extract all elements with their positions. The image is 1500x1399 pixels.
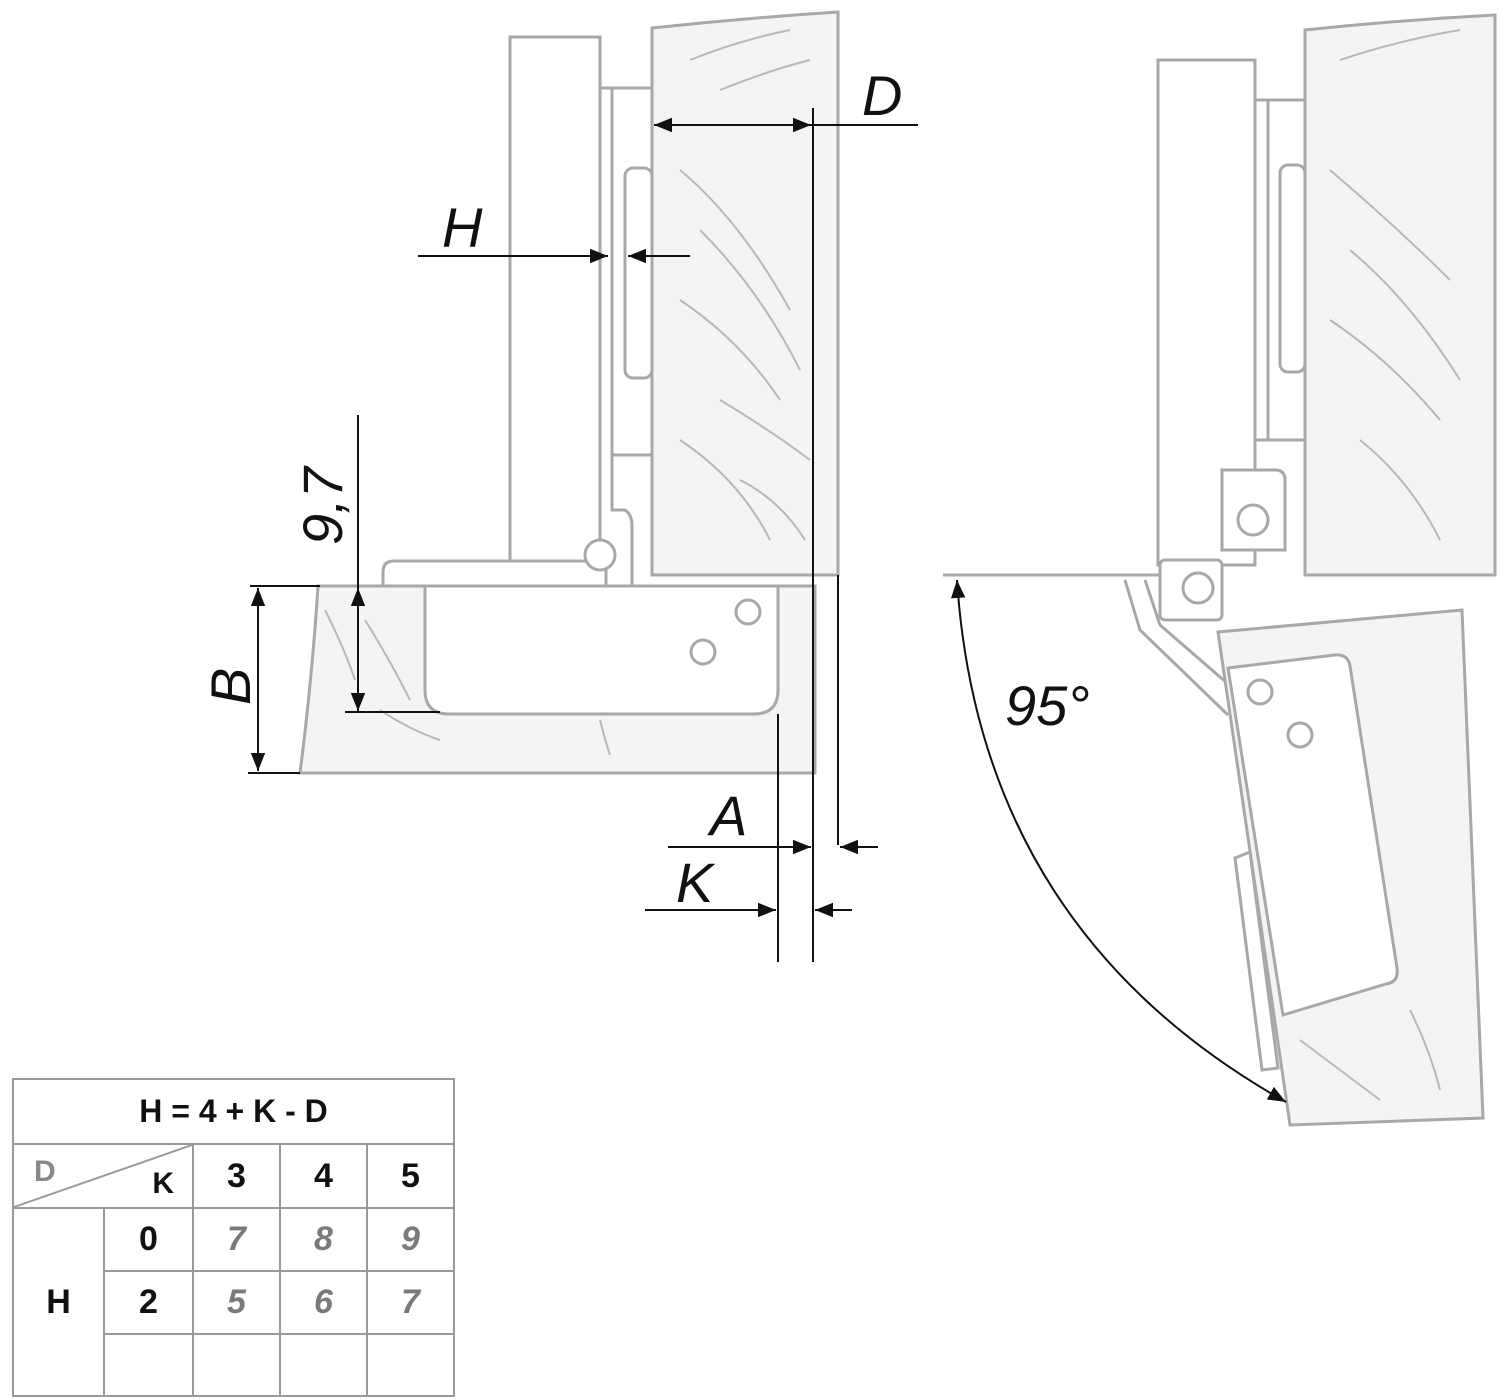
hinge-cup [423, 584, 780, 716]
h-value: 7 [192, 1207, 281, 1272]
h-value: 5 [192, 1270, 281, 1335]
corner-k-label: K [152, 1167, 174, 1200]
label-h: H [442, 196, 483, 259]
d-value [103, 1333, 194, 1397]
cabinet-side-panel [1303, 13, 1497, 577]
table-row [13, 1333, 455, 1397]
h-value [366, 1333, 455, 1397]
angle-arc [951, 579, 1287, 1103]
overlay-table: H = 4 + K - D D K 3 4 5 H 0 7 8 9 2 5 6 … [12, 1078, 455, 1397]
diagonal-divider [14, 1145, 192, 1207]
formula: H = 4 + K - D [12, 1078, 455, 1145]
corner-d-label: D [34, 1155, 56, 1188]
label-angle: 95° [1005, 674, 1090, 737]
closed-hinge-view: D H 9,7 B A K [199, 10, 918, 962]
k-header: 3 [192, 1143, 281, 1209]
h-value: 6 [279, 1270, 368, 1335]
door-panel [650, 10, 840, 577]
label-9-7: 9,7 [291, 465, 354, 545]
d-value: 0 [103, 1207, 194, 1272]
d-value: 2 [103, 1270, 194, 1335]
cabinet-side [508, 35, 602, 569]
h-row-header: H [12, 1207, 105, 1397]
h-value [192, 1333, 281, 1397]
open-hinge-view: 95° [943, 13, 1497, 1127]
label-a: A [707, 784, 747, 847]
k-header: 4 [279, 1143, 368, 1209]
corner-cell: D K [12, 1143, 194, 1209]
h-value: 9 [366, 1207, 455, 1272]
h-value: 8 [279, 1207, 368, 1272]
h-value [279, 1333, 368, 1397]
table-row: H 0 7 8 9 [12, 1207, 455, 1397]
label-b: B [199, 668, 262, 705]
h-value: 7 [366, 1270, 455, 1335]
table-row: 2 5 6 7 [13, 1270, 455, 1335]
label-d: D [862, 64, 902, 127]
k-header: 5 [366, 1143, 455, 1209]
label-k: K [676, 851, 716, 914]
